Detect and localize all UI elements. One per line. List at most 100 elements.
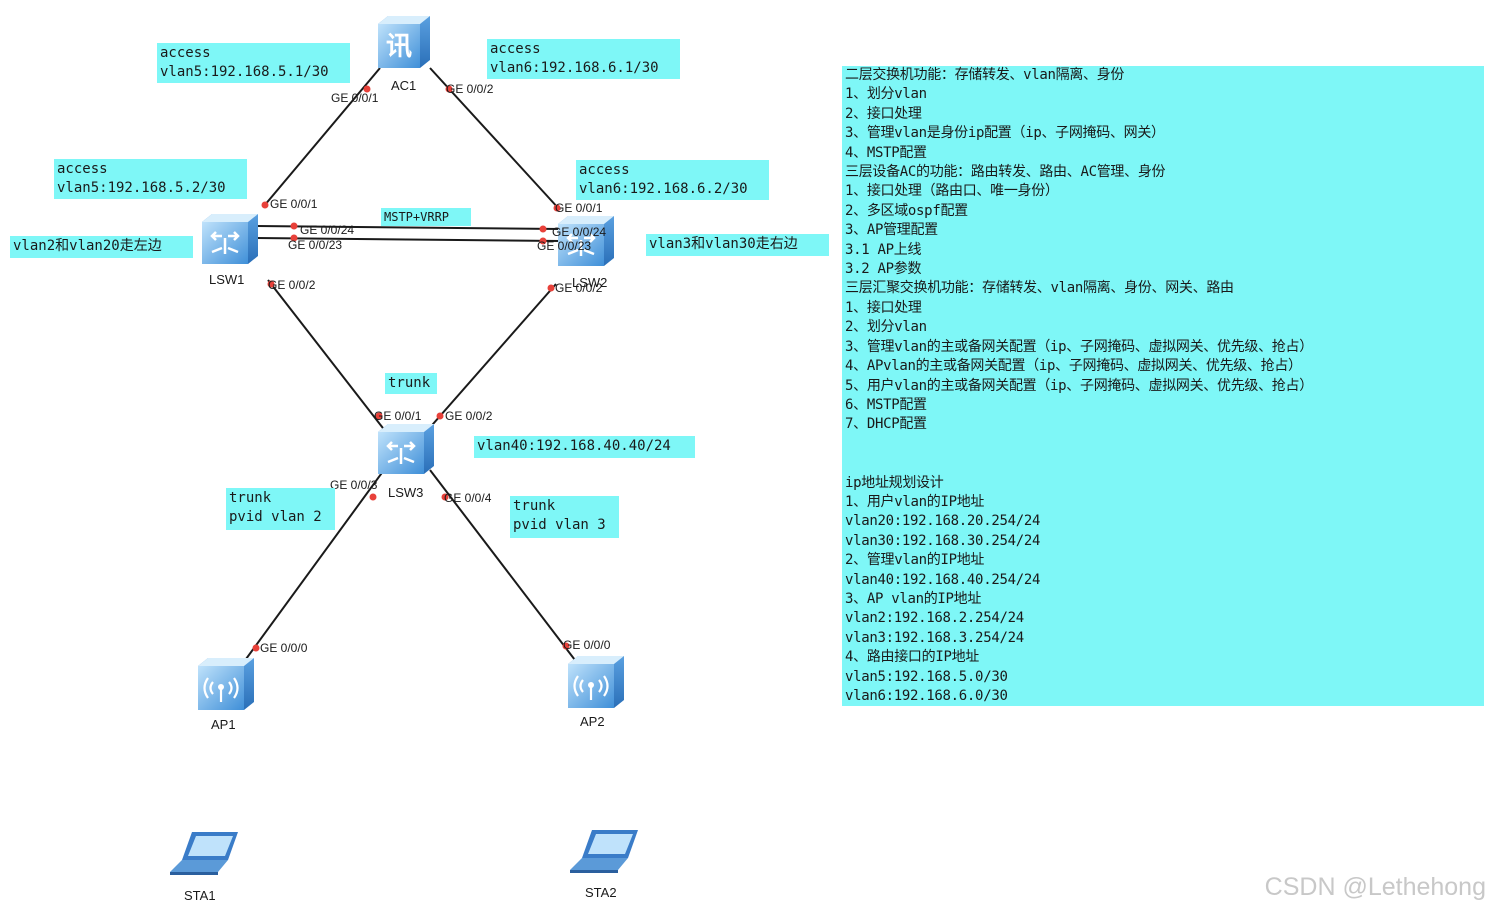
- port-label-lsw3-ge003: GE 0/0/3: [330, 478, 378, 492]
- port-label-ac1-ge002: GE 0/0/2: [446, 82, 494, 96]
- config-note-line: 4、APvlan的主或备网关配置（ip、子网掩码、虚拟网关、优先级、抢占）: [845, 358, 1302, 375]
- sta2-label: STA2: [585, 885, 617, 900]
- config-note-line: vlan2:192.168.2.254/24: [845, 610, 1024, 627]
- port-dots: [252, 85, 570, 652]
- port-label-lsw1-ge0024: GE 0/0/24: [300, 223, 355, 237]
- link-lsw1-lsw2-24: [255, 225, 561, 230]
- link-ac1-lsw1: [263, 67, 381, 207]
- port-label-lsw3-ge002: GE 0/0/2: [445, 409, 493, 423]
- ac1-label: AC1: [391, 78, 417, 93]
- port-label-ap1-ge000: GE 0/0/0: [260, 641, 308, 655]
- note-mstp-vrrp: MSTP+VRRP: [381, 208, 471, 226]
- port-dot: [369, 493, 377, 501]
- port-label-ac1-ge001: GE 0/0/1: [331, 91, 379, 105]
- lsw2-label: LSW2: [572, 275, 608, 290]
- config-note-line: vlan20:192.168.20.254/24: [845, 513, 1041, 530]
- note-ac1-right: access vlan6:192.168.6.1/30: [487, 39, 680, 79]
- note-trunk-core: trunk: [385, 373, 437, 394]
- config-note-line: 3、管理vlan的主或备网关配置（ip、子网掩码、虚拟网关、优先级、抢占）: [845, 338, 1313, 355]
- port-dot: [445, 85, 453, 93]
- port-dot: [539, 225, 547, 233]
- link-lsw2-lsw3: [425, 283, 557, 433]
- note-ap2-trunk: trunk pvid vlan 3: [510, 496, 619, 538]
- port-label-lsw3-ge001: GE 0/0/1: [374, 409, 422, 423]
- lsw2-device-icon[interactable]: [558, 216, 614, 266]
- config-note-line: 1、接口处理（路由口、唯一身份）: [845, 183, 1059, 200]
- config-note-line: 3、管理vlan是身份ip配置（ip、子网掩码、网关）: [845, 125, 1165, 142]
- config-note-line: vlan30:192.168.30.254/24: [845, 532, 1041, 549]
- sta1-label: STA1: [184, 888, 216, 903]
- config-note-line: 3.1 AP上线: [845, 241, 922, 258]
- config-note-line: 2、多区域ospf配置: [845, 202, 968, 219]
- links: [237, 67, 579, 671]
- port-label-lsw2-ge002: GE 0/0/2: [555, 281, 603, 295]
- config-note-line: vlan40:192.168.40.254/24: [845, 571, 1041, 588]
- watermark: CSDN @Lethehong: [1264, 873, 1486, 901]
- config-note-line: 1、划分vlan: [845, 86, 927, 103]
- note-lsw2-top: access vlan6:192.168.6.2/30: [576, 160, 769, 200]
- port-label-ap2-ge000: GE 0/0/0: [563, 638, 611, 652]
- config-note-line: vlan3:192.168.3.254/24: [845, 629, 1024, 646]
- link-lsw1-lsw2-23: [255, 237, 561, 242]
- config-note-line: vlan6:192.168.6.0/30: [845, 688, 1008, 704]
- port-label-lsw3-ge004: GE 0/0/4: [444, 491, 492, 505]
- config-note-line: [845, 454, 1481, 473]
- config-note-line: 1、用户vlan的IP地址: [845, 493, 985, 510]
- port-dot: [441, 493, 449, 501]
- config-note-line: vlan5:192.168.5.0/30: [845, 668, 1008, 685]
- config-note-line: ip地址规划设计: [845, 474, 944, 491]
- config-note-line: 1、接口处理: [845, 299, 922, 316]
- config-note-line: 6、MSTP配置: [845, 396, 927, 413]
- sta2-laptop-icon[interactable]: [570, 830, 638, 873]
- lsw3-device-icon[interactable]: [378, 424, 434, 474]
- port-dot: [290, 222, 298, 230]
- ap1-label: AP1: [211, 717, 236, 732]
- link-lsw3-ap1: [237, 469, 385, 671]
- port-dot: [375, 412, 383, 420]
- config-note-line: 7、DHCP配置: [845, 416, 927, 433]
- note-vlan40: vlan40:192.168.40.40/24: [474, 436, 695, 458]
- port-dot: [363, 85, 371, 93]
- config-note-line: 2、接口处理: [845, 105, 922, 122]
- ap2-device-icon[interactable]: [568, 656, 624, 708]
- link-ac1-lsw2: [429, 67, 561, 211]
- note-lsw1-side: vlan2和vlan20走左边: [10, 236, 193, 258]
- config-note-line: 3、AP管理配置: [845, 222, 938, 239]
- port-label-lsw1-ge001: GE 0/0/1: [270, 197, 318, 211]
- note-ac1-left: access vlan5:192.168.5.1/30: [157, 43, 350, 83]
- config-note-line: 3、AP vlan的IP地址: [845, 590, 982, 607]
- ap1-device-icon[interactable]: [198, 658, 254, 710]
- port-dot: [261, 201, 269, 209]
- lsw1-device-icon[interactable]: [202, 214, 258, 264]
- ac1-device-icon[interactable]: 讯: [378, 16, 430, 68]
- port-label-lsw1-ge0023: GE 0/0/23: [288, 238, 343, 252]
- port-label-lsw2-ge0024: GE 0/0/24: [552, 225, 607, 239]
- port-label-lsw1-ge002: GE 0/0/2: [268, 278, 316, 292]
- sta1-laptop-icon[interactable]: [170, 832, 238, 875]
- svg-text:讯: 讯: [386, 32, 412, 62]
- port-dot: [267, 280, 275, 288]
- port-label-lsw2-ge0023: GE 0/0/23: [537, 239, 592, 253]
- note-lsw1-top: access vlan5:192.168.5.2/30: [54, 159, 247, 199]
- config-note-line: 4、MSTP配置: [845, 144, 927, 161]
- config-note-line: 2、划分vlan: [845, 319, 927, 336]
- port-dot: [562, 642, 570, 650]
- config-note-line: 三层汇聚交换机功能：存储转发、vlan隔离、身份、网关、路由: [845, 280, 1234, 297]
- port-dot: [290, 234, 298, 242]
- config-note-line: 4、路由接口的IP地址: [845, 649, 979, 666]
- port-dot: [547, 284, 555, 292]
- note-ap1-trunk: trunk pvid vlan 2: [226, 488, 335, 530]
- config-note-line: 5、用户vlan的主或备网关配置（ip、子网掩码、虚拟网关、优先级、抢占）: [845, 377, 1313, 394]
- port-label-lsw2-ge001: GE 0/0/1: [555, 201, 603, 215]
- ap2-label: AP2: [580, 714, 605, 729]
- port-dot: [252, 644, 260, 652]
- lsw3-label: LSW3: [388, 485, 424, 500]
- config-note-line: 3.2 AP参数: [845, 261, 922, 278]
- config-note-line: [845, 435, 1481, 454]
- port-dot: [539, 237, 547, 245]
- port-dot: [553, 204, 561, 212]
- lsw1-label: LSW1: [209, 272, 245, 287]
- config-note-line: 三层设备AC的功能：路由转发、路由、AC管理、身份: [845, 164, 1166, 181]
